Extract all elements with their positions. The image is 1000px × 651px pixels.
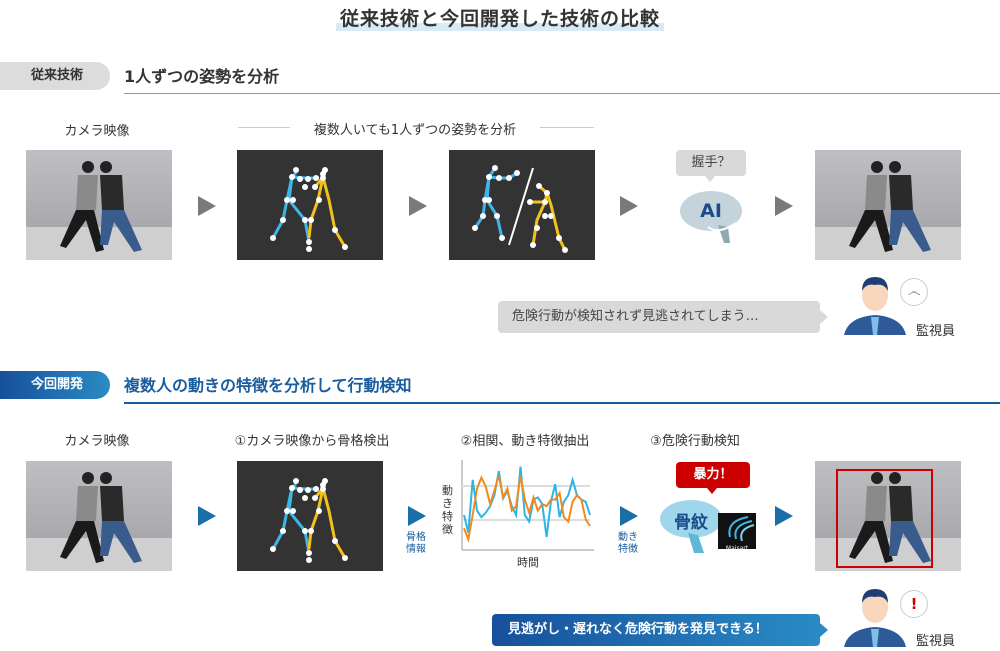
old-tech-badge: 従来技術 [0,62,110,90]
bubble-tail [705,176,715,182]
brain-icon [678,187,744,245]
new-tech-badge: 今回開発 [0,371,110,399]
new-camera-image [26,461,172,571]
arrow-right-icon [198,196,216,216]
maisart-logo: Maisart [718,513,756,552]
skeleton-icon [270,478,348,563]
arrow-right-icon [775,506,793,526]
step3-label: ③危険行動検知 [650,434,740,449]
motion-feature-label: 動き特徴 [618,532,638,555]
arrow-right-icon [775,196,793,216]
arrow-right-icon [620,196,638,216]
new-result-message: 見逃がし・遅れなく危険行動を発見できる！ [492,614,820,646]
old-tech-heading: 1人ずつの姿勢を分析 [124,63,1000,94]
kotsumon-label: 骨紋 [674,513,708,533]
chart-ylabel: 動き特徴 [442,484,453,536]
bubble-tail [820,623,828,637]
bubble-tail [707,488,717,494]
arrow-right-icon [198,506,216,526]
skeleton-info-label: 骨格情報 [406,532,426,555]
skeleton-both-image [237,150,383,260]
motion-feature-chart: 動き特徴 時間 [440,460,610,570]
confused-swirl-icon: ෴ [900,278,928,306]
supervisor-label: 監視員 [916,324,956,339]
step1-label: ①カメラ映像から骨格検出 [234,434,390,449]
old-camera-image [26,150,172,260]
old-analysis-label: 複数人いても1人ずつの姿勢を分析 [290,119,540,138]
detection-result-image [815,461,961,571]
supervisor-avatar [840,585,910,647]
arrow-right-icon [620,506,638,526]
old-result-image [815,150,961,260]
line-chart [461,460,594,551]
page-title: 従来技術と今回開発した技術の比較 [0,4,1000,31]
exclamation-icon: ! [900,590,928,618]
old-result-message: 危険行動が検知されず見逃されてしまう… [498,301,820,333]
fighters-photo-icon [26,161,172,260]
arrow-right-icon [409,196,427,216]
bubble-tail [820,310,828,324]
arrow-right-icon [408,506,426,526]
supervisor-label: 監視員 [916,634,956,649]
ai-label: AI [700,200,722,222]
fighters-photo-icon [815,161,961,260]
fighters-photo-icon [815,469,961,571]
brain-icon [658,497,724,555]
ai-question-bubble: 握手？ [676,150,746,176]
step2-label: ②相関、動き特徴抽出 [460,434,590,449]
supervisor-avatar [840,273,910,335]
old-camera-label: カメラ映像 [64,124,130,139]
violence-alert-bubble: 暴力！ [676,462,750,488]
skeleton-icon [270,167,348,252]
new-camera-label: カメラ映像 [64,434,130,449]
skeleton-separated-image [449,150,595,260]
skeleton-icon [472,165,568,253]
fighters-photo-icon [26,472,172,571]
new-tech-heading: 複数人の動きの特徴を分析して行動検知 [124,372,1000,404]
skeleton-detection-image [237,461,383,571]
chart-xlabel: 時間 [517,556,539,569]
